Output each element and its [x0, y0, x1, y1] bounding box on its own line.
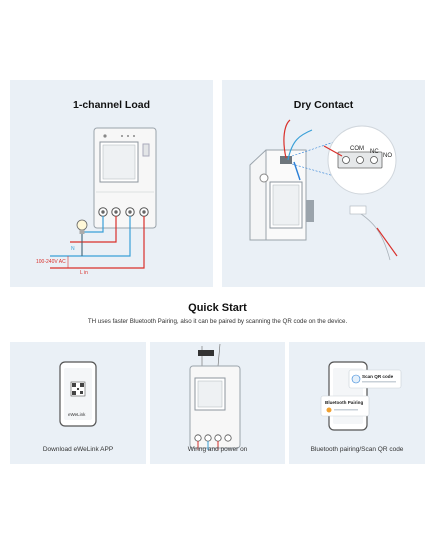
load-wiring-diagram: N 100-240V AC L in: [36, 127, 157, 276]
quick-start-subtitle: TH uses faster Bluetooth Pairing, also i…: [87, 318, 348, 325]
dry-contact-diagram: COM NC NO: [249, 119, 398, 261]
phone-app-illustration: eWeLink: [59, 361, 97, 427]
pairing-illustration: Scan QR code Bluetooth Pairing: [320, 361, 402, 431]
step-card-pairing: Scan QR code Bluetooth Pairing Bluetooth…: [289, 342, 425, 464]
wiring-power-illustration: [189, 343, 241, 450]
dry-contact-panel-title: Dry Contact: [293, 99, 354, 111]
popup-scan-qr-text: Scan QR code: [362, 374, 394, 379]
load-label-lin: L in: [80, 270, 88, 276]
popup-bluetooth-text: Bluetooth Pairing: [325, 400, 363, 405]
step-card-download: eWeLink Download eWeLink APP: [10, 342, 146, 464]
dry-label-no: NO: [383, 153, 392, 159]
dry-contact-panel: Dry Contact COM NC NO: [222, 80, 425, 287]
step-caption-wiring: Wiring and power on: [187, 446, 248, 453]
ewelink-brand-text: eWeLink: [68, 412, 86, 417]
step-caption-pairing: Bluetooth pairing/Scan QR code: [310, 446, 404, 453]
step-caption-download: Download eWeLink APP: [42, 446, 114, 453]
load-label-n: N: [71, 246, 75, 252]
dry-label-nc: NC: [370, 149, 379, 155]
step-card-wiring: Wiring and power on: [150, 342, 285, 464]
load-panel: 1-channel Load N 100-240V AC L in: [10, 80, 213, 287]
quick-start-title: Quick Start: [188, 302, 247, 314]
dry-label-com: COM: [350, 146, 364, 152]
load-label-ac: 100-240V AC: [36, 259, 66, 265]
load-panel-title: 1-channel Load: [72, 99, 150, 111]
